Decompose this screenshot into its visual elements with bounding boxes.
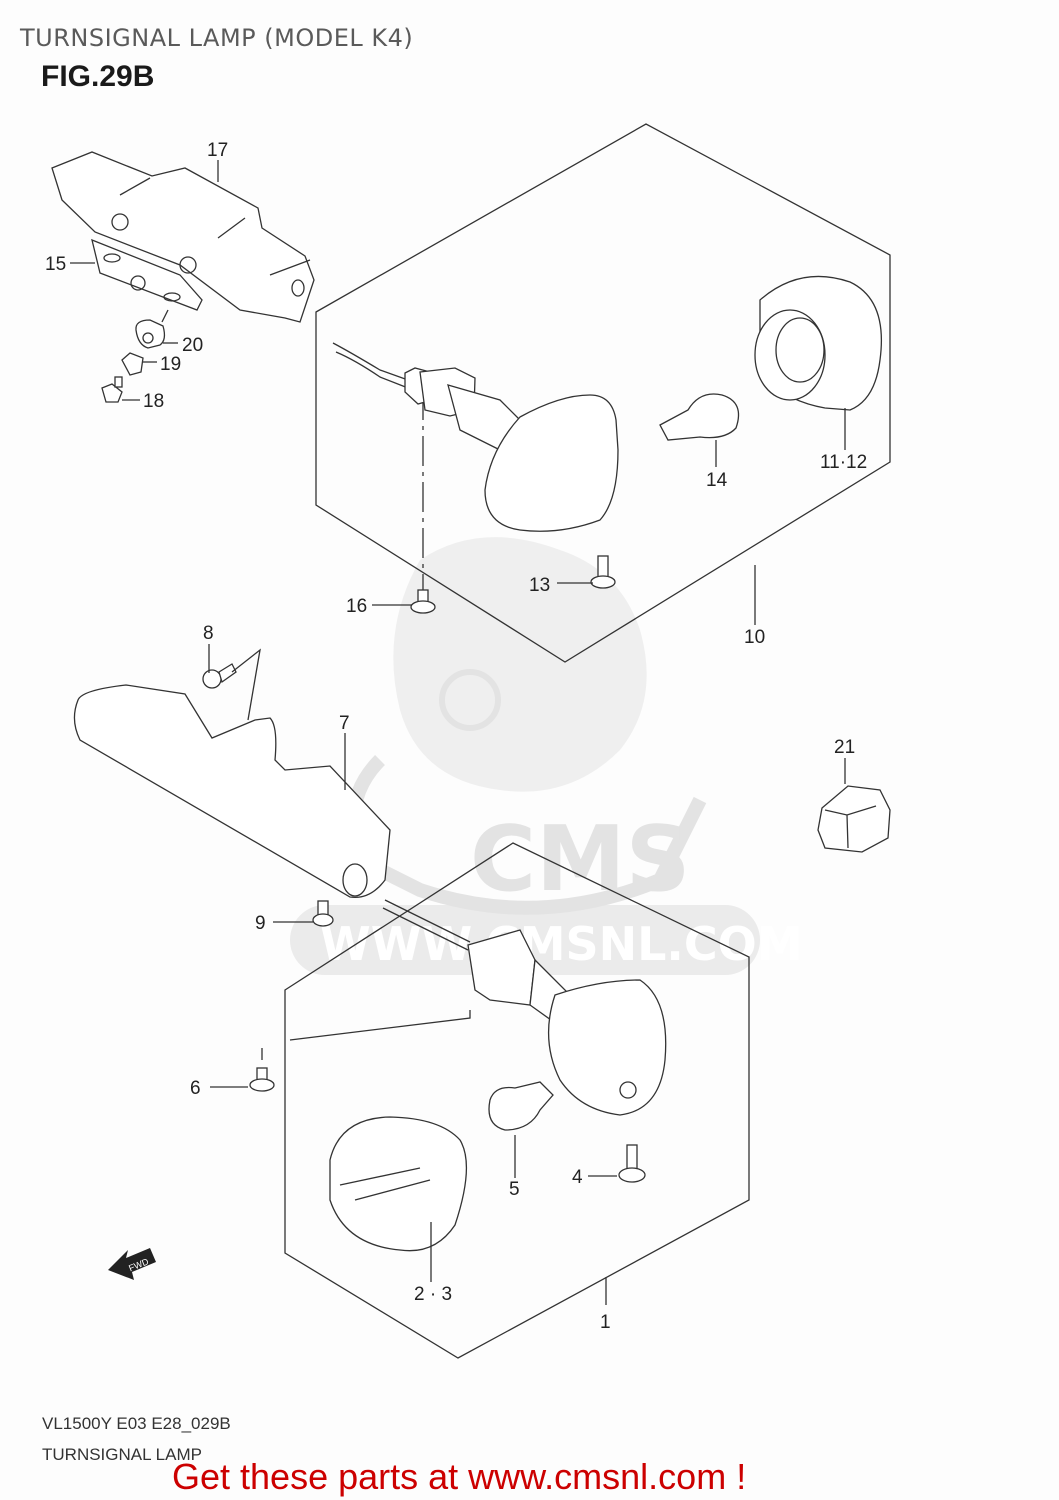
callout-17[interactable]: 17 (207, 140, 228, 161)
part-1-lamp-body[interactable] (382, 899, 667, 1116)
leader-lines (70, 160, 846, 1305)
watermark-brand: CMS (470, 807, 690, 912)
part-8-screw[interactable] (202, 648, 261, 721)
assembly-10-outline (315, 123, 891, 663)
callout-16[interactable]: 16 (346, 596, 367, 617)
part-13-screw[interactable] (590, 555, 616, 589)
part-21-relay[interactable] (817, 785, 891, 853)
callout-7[interactable]: 7 (339, 713, 350, 734)
callout-11-12[interactable]: 11·12 (820, 452, 867, 473)
callout-8[interactable]: 8 (203, 623, 214, 644)
part-18-bolt[interactable] (101, 376, 123, 403)
callout-20[interactable]: 20 (182, 335, 203, 356)
figure-number: FIG.29B (41, 60, 155, 93)
callout-1[interactable]: 1 (600, 1312, 611, 1333)
part-16-screw[interactable] (410, 589, 436, 614)
callout-4[interactable]: 4 (572, 1167, 583, 1188)
callout-14[interactable]: 14 (706, 470, 728, 491)
part-5-bulb[interactable] (488, 1081, 554, 1131)
part-17-bracket[interactable] (51, 151, 315, 323)
part-10-lamp-body[interactable] (332, 342, 619, 532)
callout-9[interactable]: 9 (255, 913, 266, 934)
part-20-grommet[interactable] (135, 319, 166, 349)
callout-6[interactable]: 6 (190, 1078, 201, 1099)
callout-13[interactable]: 13 (529, 575, 550, 596)
callout-19[interactable]: 19 (160, 354, 181, 375)
part-7-cover[interactable] (73, 684, 391, 899)
callout-15[interactable]: 15 (45, 254, 66, 275)
diagram-code: VL1500Y E03 E28_029B (42, 1414, 231, 1433)
callout-5[interactable]: 5 (509, 1179, 520, 1200)
part-15-plate[interactable] (91, 238, 203, 311)
page-title: TURNSIGNAL LAMP (MODEL K4) (20, 24, 414, 52)
part-11-12-lens[interactable] (754, 275, 883, 411)
callout-21[interactable]: 21 (834, 737, 855, 758)
part-14-bulb[interactable] (659, 393, 740, 441)
promo-link[interactable]: Get these parts at www.cmsnl.com ! (172, 1456, 747, 1497)
part-19-collar[interactable] (121, 352, 144, 376)
cms-watermark: CMS WWW.CMSNL.COM (290, 537, 803, 975)
watermark-url: WWW.CMSNL.COM (320, 917, 803, 971)
callout-2-3[interactable]: 2 · 3 (414, 1284, 452, 1305)
part-2-3-lens[interactable] (329, 1116, 468, 1252)
part-6-screw[interactable] (249, 1067, 275, 1092)
part-4-screw[interactable] (618, 1144, 646, 1183)
callout-labels: 17 15 20 19 18 14 11·12 13 16 10 8 7 21 … (45, 140, 867, 1333)
callout-18[interactable]: 18 (143, 391, 164, 412)
assembly-1-outline (261, 842, 750, 1359)
part-9-screw[interactable] (312, 900, 334, 927)
callout-10[interactable]: 10 (744, 627, 765, 648)
diagram-name: TURNSIGNAL LAMP (42, 1445, 202, 1464)
forward-direction-arrow-icon: FWD (108, 1248, 156, 1280)
